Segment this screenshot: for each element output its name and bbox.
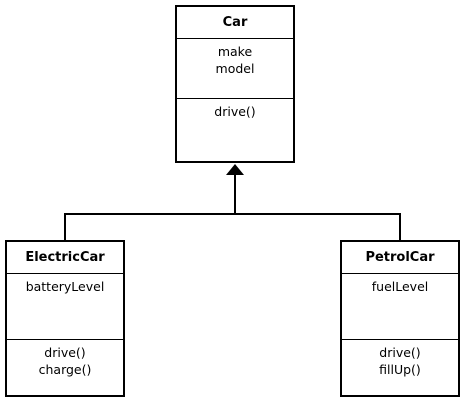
attribute: batteryLevel: [25, 279, 105, 294]
operation: drive(): [379, 345, 421, 360]
attributes-section: batteryLevel: [7, 273, 123, 339]
class-name: ElectricCar: [7, 242, 123, 273]
class-name-text: ElectricCar: [25, 250, 105, 265]
class-car[interactable]: Car make model drive(): [175, 5, 295, 163]
operation: drive(): [44, 345, 86, 360]
operations-section: drive() fillUp(): [342, 339, 458, 395]
operation: fillUp(): [379, 362, 421, 377]
class-electriccar[interactable]: ElectricCar batteryLevel drive() charge(…: [5, 240, 125, 397]
attribute: fuelLevel: [371, 279, 429, 294]
class-petrolcar[interactable]: PetrolCar fuelLevel drive() fillUp(): [340, 240, 460, 397]
operations-section: drive() charge(): [7, 339, 123, 395]
class-name: PetrolCar: [342, 242, 458, 273]
operation: drive(): [214, 104, 256, 119]
operations-section: drive(): [177, 98, 293, 161]
class-name-text: Car: [222, 15, 248, 30]
operation: charge(): [38, 362, 92, 377]
attributes-section: fuelLevel: [342, 273, 458, 339]
attributes-section: make model: [177, 38, 293, 98]
attribute: make: [217, 44, 253, 59]
class-name: Car: [177, 7, 293, 38]
inheritance-arrowhead: [226, 164, 244, 175]
class-name-text: PetrolCar: [365, 250, 435, 265]
attribute: model: [215, 61, 255, 76]
